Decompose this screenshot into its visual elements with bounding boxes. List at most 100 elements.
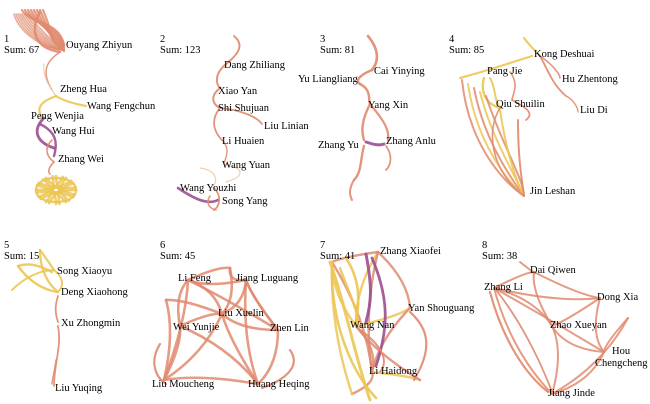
node-label: Wang Hui [52, 126, 95, 137]
network-edge [219, 107, 263, 125]
network-edge [551, 297, 601, 327]
node-label: Liu Moucheng [152, 379, 215, 390]
network-edge [539, 55, 567, 97]
network-edge [207, 195, 217, 211]
network-edge [38, 94, 58, 120]
network-edge [551, 317, 629, 395]
panel-2-header: 2 Sum: 123 [160, 34, 201, 56]
node-label: Pang Jie [487, 66, 523, 77]
network-edge [385, 145, 392, 171]
node-label: Kong Deshuai [534, 49, 595, 60]
network-edge [16, 264, 60, 294]
network-edge [186, 278, 280, 332]
network-edge [256, 328, 280, 386]
network-edge [27, 13, 63, 51]
panel-6-header: 6 Sum: 45 [160, 240, 195, 262]
network-edge [212, 87, 221, 109]
node-label: Zhang Li [484, 282, 523, 293]
node-label: Wang Yuan [222, 160, 271, 171]
panel-3-number: 3 [320, 34, 326, 45]
node-label: Dang Zhiliang [224, 60, 285, 71]
network-edge [244, 278, 280, 332]
node-label: Peng Wenjia [31, 111, 84, 122]
network-edge [551, 325, 559, 395]
node-label: Li Feng [178, 273, 211, 284]
node-label: Dai Qiwen [530, 265, 576, 276]
network-edge [358, 82, 372, 106]
node-label: Song Yang [222, 196, 268, 207]
network-edge [162, 312, 224, 382]
panel-1-number: 1 [4, 34, 10, 45]
network-edge [53, 269, 64, 293]
network-edge [370, 256, 387, 368]
network-edge [178, 324, 260, 386]
network-edge [493, 287, 553, 395]
node-label: Huang Heqing [248, 379, 310, 390]
network-edge [458, 54, 534, 80]
network-edge [225, 35, 241, 65]
network-edge [162, 298, 172, 382]
panel-8-sum: Sum: 38 [482, 251, 518, 262]
panel-7-number: 7 [320, 240, 326, 251]
panel-7-sum: Sum: 41 [320, 251, 356, 262]
node-label: Hou [612, 346, 631, 357]
node-label: Wei Yunjie [173, 322, 220, 333]
panel-3-sum: Sum: 81 [320, 45, 356, 56]
network-edge [489, 77, 501, 109]
node-label: Yu Liangliang [298, 74, 358, 85]
node-label: Wang Youzhi [180, 183, 237, 194]
network-edge [493, 287, 605, 353]
node-label: Hu Zhentong [562, 74, 618, 85]
network-edge [46, 139, 55, 163]
node-label: Qiu Shuilin [496, 99, 545, 110]
node-label: Cai Yinying [374, 66, 425, 77]
network-edge [330, 260, 374, 374]
network-edge [54, 295, 59, 323]
node-label: Shi Shujuan [218, 103, 270, 114]
network-edge [509, 71, 516, 101]
node-label: Liu Xuelin [218, 308, 264, 319]
network-edge [499, 109, 525, 197]
node-label: Chengcheng [595, 358, 648, 369]
network-edge [260, 348, 295, 390]
node-label: Liu Linian [264, 121, 309, 132]
network-edge [53, 325, 60, 387]
node-label: Ouyang Zhiyun [66, 40, 133, 51]
network-edge [495, 289, 553, 393]
panel-2-number: 2 [160, 34, 166, 45]
network-edge [491, 107, 525, 197]
panel-4-number: 4 [449, 34, 455, 45]
network-edge [376, 250, 412, 310]
network-edge [361, 102, 372, 142]
node-label: Zhang Yu [318, 140, 359, 151]
network-edge [221, 139, 228, 165]
node-label: Zhang Wei [58, 154, 104, 165]
node-label: Deng Xiaohong [61, 287, 128, 298]
network-edge [176, 186, 220, 204]
network-edge [35, 116, 56, 150]
network-edge [594, 297, 605, 353]
panel-4-header: 4 Sum: 85 [449, 34, 484, 56]
network-edge [352, 144, 366, 182]
network-edge [162, 376, 260, 386]
network-edge [33, 10, 62, 54]
network-edge [356, 68, 374, 86]
panel-7-header: 7 Sum: 41 [320, 240, 355, 262]
network-edge [551, 351, 605, 395]
panel-1-sum: Sum: 67 [4, 45, 40, 56]
network-edge [38, 248, 60, 294]
node-label: Liu Di [580, 105, 608, 116]
panel-5-sum: Sum: 15 [4, 251, 40, 262]
network-edge [473, 87, 525, 197]
network-edge [603, 317, 629, 353]
network-edge [213, 187, 221, 211]
network-edge [199, 167, 217, 189]
node-label: Yang Xin [368, 100, 409, 111]
network-edge [565, 95, 579, 113]
network-edge [11, 269, 55, 291]
network-edge [38, 122, 57, 158]
node-label: Yan Shouguang [408, 303, 475, 314]
network-edge [368, 102, 390, 142]
network-edge [243, 278, 260, 386]
